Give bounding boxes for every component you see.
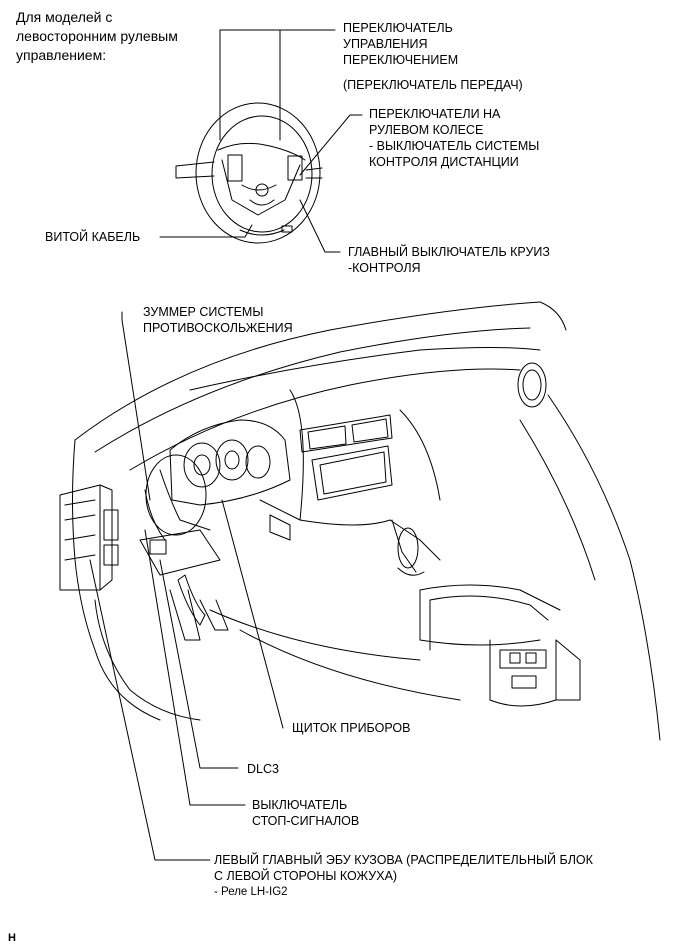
relay-label: - Реле LH-IG2 (214, 886, 288, 898)
cruise-main-switch-label: ГЛАВНЫЙ ВЫКЛЮЧАТЕЛЬ КРУИЗ -КОНТРОЛЯ (348, 244, 550, 276)
label-line: ПЕРЕКЛЮЧАТЕЛИ НА (369, 107, 501, 121)
label-line: КОНТРОЛЯ ДИСТАНЦИИ (369, 155, 519, 169)
label-line: -КОНТРОЛЯ (348, 261, 421, 275)
note-line: Для моделей с (16, 9, 113, 25)
corner-mark: H (8, 932, 16, 944)
combination-meter-label: ЩИТОК ПРИБОРОВ (292, 721, 411, 735)
stop-light-switch-label: ВЫКЛЮЧАТЕЛЬ СТОП-СИГНАЛОВ (252, 797, 359, 829)
label-line: ПЕРЕКЛЮЧЕНИЕМ (343, 53, 459, 67)
label-line: ПРОТИВОСКОЛЬЖЕНИЯ (143, 321, 293, 335)
label-line: ВЫКЛЮЧАТЕЛЬ (252, 798, 348, 812)
gear-switch-label: (ПЕРЕКЛЮЧАТЕЛЬ ПЕРЕДАЧ) (343, 78, 523, 92)
steering-wheel-drawing (175, 102, 323, 244)
note-line: левосторонним рулевым (16, 28, 178, 44)
label-line: ЛЕВЫЙ ГЛАВНЫЙ ЭБУ КУЗОВА (РАСПРЕДЕЛИТЕЛЬ… (214, 853, 593, 867)
dlc3-label: DLC3 (247, 762, 279, 776)
label-line: ГЛАВНЫЙ ВЫКЛЮЧАТЕЛЬ КРУИЗ (348, 245, 550, 259)
leader-lines (89, 29, 363, 861)
label-line: С ЛЕВОЙ СТОРОНЫ КОЖУХА) (214, 869, 398, 883)
label-line: СТОП-СИГНАЛОВ (252, 814, 360, 828)
label-line: УПРАВЛЕНИЯ (343, 37, 428, 51)
steering-pad-switch-label: ПЕРЕКЛЮЧАТЕЛИ НА РУЛЕВОМ КОЛЕСЕ - ВЫКЛЮЧ… (369, 106, 539, 170)
label-line: ЗУММЕР СИСТЕМЫ (143, 305, 264, 319)
main-body-ecu-label: ЛЕВЫЙ ГЛАВНЫЙ ЭБУ КУЗОВА (РАСПРЕДЕЛИТЕЛЬ… (214, 852, 593, 884)
spiral-cable-label: ВИТОЙ КАБЕЛЬ (45, 230, 141, 244)
label-line: ПЕРЕКЛЮЧАТЕЛЬ (343, 21, 453, 35)
label-line: РУЛЕВОМ КОЛЕСЕ (369, 123, 484, 137)
left-hand-drive-note: Для моделей с левосторонним рулевым упра… (16, 8, 178, 65)
label-line: - ВЫКЛЮЧАТЕЛЬ СИСТЕМЫ (369, 139, 540, 153)
combination-switch-label: ПЕРЕКЛЮЧАТЕЛЬ УПРАВЛЕНИЯ ПЕРЕКЛЮЧЕНИЕМ (343, 20, 458, 68)
skid-buzzer-label: ЗУММЕР СИСТЕМЫ ПРОТИВОСКОЛЬЖЕНИЯ (143, 304, 293, 336)
dashboard-drawing (59, 301, 661, 741)
note-line: управлением: (16, 47, 107, 63)
